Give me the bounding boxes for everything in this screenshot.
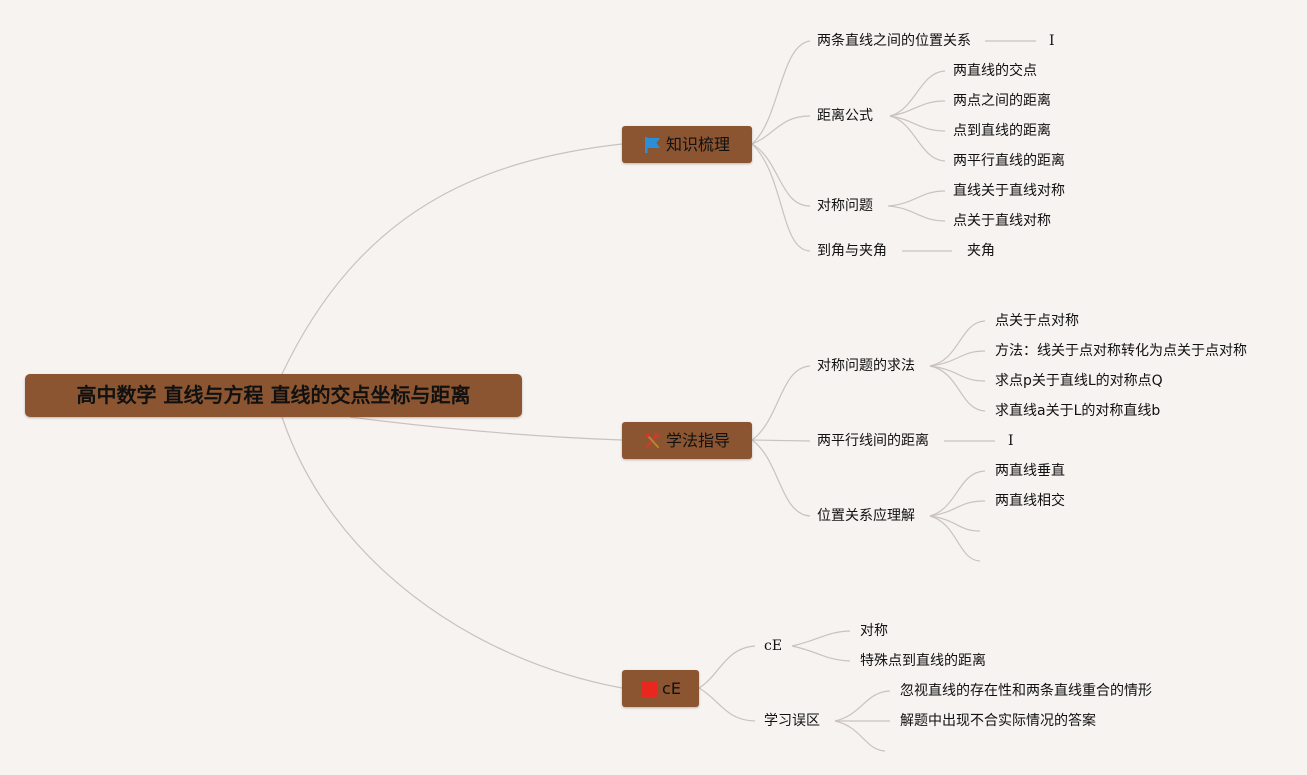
root-topic[interactable]: 高中数学 直线与方程 直线的交点坐标与距离 [25,374,522,417]
link-c-c1-1 [791,645,851,662]
knowledge-angle-leaf[interactable]: 夹角 [967,243,995,259]
link-k-c2-3 [889,115,946,162]
ce-learning-pitfalls[interactable]: 学习误区 [764,713,820,729]
knowledge-position-relation-leaf[interactable]: I [1049,33,1055,49]
link-m-c1-0 [929,320,986,367]
method-symmetry[interactable]: 对称问题的求法 [817,358,915,374]
method-position-understanding[interactable]: 位置关系应理解 [817,508,915,524]
branch-ce-label: cE [662,679,681,698]
link-m-c3-3 [929,515,981,562]
link-m-c3-1 [929,500,986,517]
knowledge-symmetry-item[interactable]: 点关于直线对称 [953,213,1051,229]
knowledge-distance-item[interactable]: 两直线的交点 [953,63,1037,79]
link-m-c3-0 [929,470,986,517]
link-root-method [349,416,623,441]
link-c-c2 [698,687,756,722]
link-k-c3-0 [887,190,946,207]
branch-knowledge-label: 知识梳理 [665,135,730,154]
method-position-item[interactable]: 两直线相交 [995,493,1065,509]
branch-method-label: 学法指导 [665,431,730,450]
branch-method[interactable]: 学法指导 [622,422,752,459]
knowledge-symmetry-item[interactable]: 直线关于直线对称 [953,183,1065,199]
link-m-c1-3 [929,365,986,412]
method-parallel-distance-leaf[interactable]: I [1008,433,1014,449]
link-c-c1 [698,645,756,689]
method-parallel-distance[interactable]: 两平行线间的距离 [817,433,929,449]
ce-sub-item[interactable]: 对称 [860,623,888,639]
link-root-ce [281,416,623,689]
branch-ce[interactable]: cE [622,670,699,707]
method-symmetry-item[interactable]: 方法：线关于点对称转化为点关于点对称 [995,343,1247,359]
link-m-c2 [751,439,811,442]
link-k-c2 [751,115,811,145]
method-symmetry-item[interactable]: 求点p关于直线L的对称点Q [995,373,1163,389]
link-m-c3 [751,439,811,517]
knowledge-position-relation[interactable]: 两条直线之间的位置关系 [817,33,971,49]
link-c-c2-2 [834,720,886,752]
link-k-c2-1 [889,100,946,117]
link-k-c2-2 [889,115,946,132]
link-c-c1-0 [791,630,851,647]
link-root-knowledge [281,143,623,375]
link-k-c4 [751,143,811,252]
knowledge-distance-item[interactable]: 两平行直线的距离 [953,153,1065,169]
knowledge-distance-item[interactable]: 点到直线的距离 [953,123,1051,139]
link-k-c3-1 [887,205,946,222]
ce-pitfall-item[interactable]: 解题中出现不合实际情况的答案 [900,713,1096,729]
ce-sub-ce[interactable]: cE [764,638,783,654]
link-k-c1 [751,40,811,145]
method-symmetry-item[interactable]: 求直线a关于L的对称直线b [995,403,1161,419]
link-m-c1 [751,365,811,441]
flag-icon [644,136,660,153]
knowledge-distance-item[interactable]: 两点之间的距离 [953,93,1051,109]
square-icon [641,680,658,697]
link-m-c1-2 [929,365,986,382]
branch-knowledge[interactable]: 知识梳理 [622,126,752,163]
tools-icon [645,432,660,448]
knowledge-symmetry[interactable]: 对称问题 [817,198,873,214]
knowledge-angle[interactable]: 到角与夹角 [817,243,887,259]
knowledge-distance-formula[interactable]: 距离公式 [817,108,873,124]
method-symmetry-item[interactable]: 点关于点对称 [995,313,1079,329]
link-c-c2-0 [834,690,891,722]
link-m-c1-1 [929,350,986,367]
link-m-c3-2 [929,515,981,532]
link-k-c3 [751,143,811,207]
link-k-c2-0 [889,70,946,117]
method-position-item[interactable]: 两直线垂直 [995,463,1065,479]
ce-pitfall-item[interactable]: 忽视直线的存在性和两条直线重合的情形 [900,683,1152,699]
ce-sub-item[interactable]: 特殊点到直线的距离 [860,653,986,669]
